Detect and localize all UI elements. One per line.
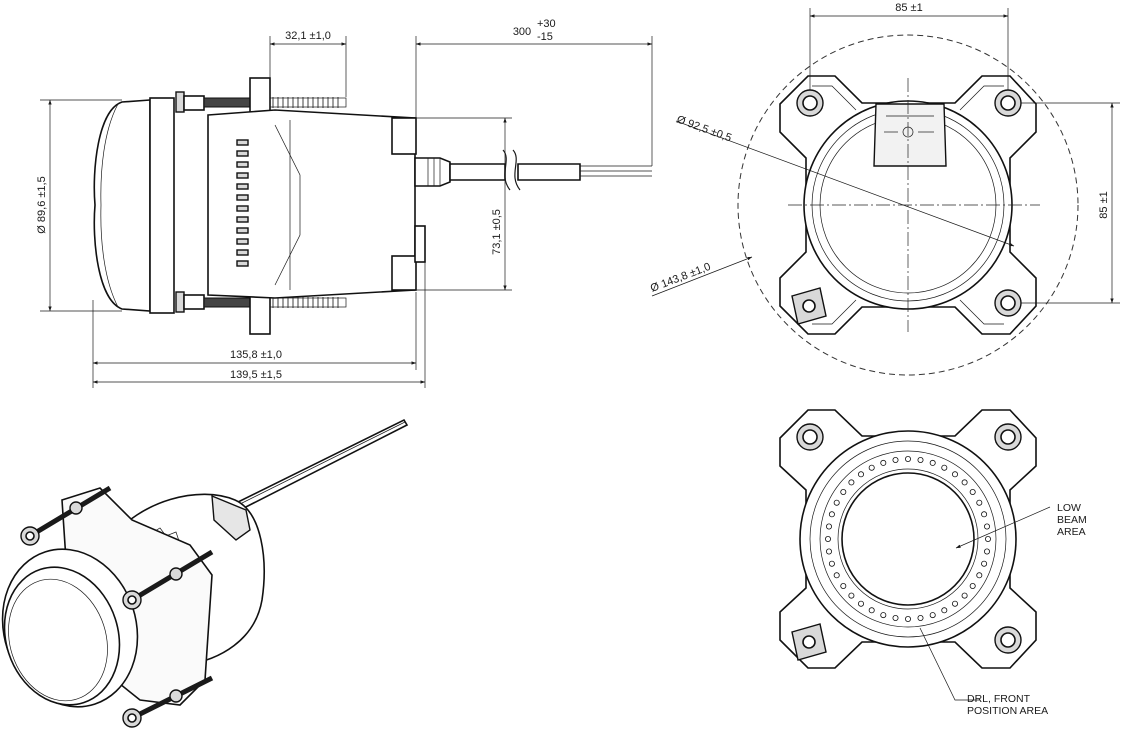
heatsink-fins (236, 139, 249, 267)
drl-led-dot (961, 479, 968, 486)
drl-led-dot (880, 612, 887, 619)
drl-led-dot (848, 592, 855, 599)
bolt-head-top-right (994, 89, 1022, 117)
cable-sheath (449, 163, 506, 181)
bottom-mount-bolt (175, 291, 347, 313)
iso-lens (3, 566, 121, 706)
dim-cable-tol-plus: +30 (537, 18, 556, 30)
drl-led-dot (929, 459, 936, 466)
drl-led-dots (825, 455, 992, 623)
label-low-beam-line3: AREA (1057, 526, 1086, 538)
drl-led-dot (985, 536, 992, 543)
iso-bolt-middle (122, 549, 214, 610)
drl-led-dot (929, 612, 936, 619)
leader-outer-diameter (651, 256, 753, 297)
drl-led-dot (905, 616, 912, 623)
drl-led-dot (828, 511, 835, 518)
rear-cap-top (391, 117, 417, 155)
drl-led-dot (840, 583, 847, 590)
top-mount-bolt (175, 91, 347, 113)
dim-housing-height: 73,1 ±0,5 (491, 209, 503, 255)
rear-cap-bottom (391, 255, 417, 291)
drl-ring (819, 450, 997, 628)
drl-led-dot (826, 548, 833, 555)
front-view (737, 34, 1079, 376)
leader-drl (919, 627, 980, 701)
label-low-beam-line1: LOW (1057, 502, 1081, 514)
dim-outer-diameter: Ø 143,8 ±1,0 (649, 261, 713, 295)
dim-overall-length: 139,5 ±1,5 (230, 369, 282, 381)
drl-led-dot (941, 607, 948, 614)
drl-led-dot (952, 600, 959, 607)
rear-view: LOW BEAM AREA DRL, FRONT POSITION AREA (779, 409, 1087, 717)
drl-led-dot (981, 511, 988, 518)
housing-rib (274, 124, 301, 286)
drl-led-dot (833, 572, 840, 579)
dim-inner-diameter: Ø 92,5 ±0,5 (675, 114, 733, 145)
rear-bolt-bottom-right (994, 626, 1022, 654)
dim-lens-diameter: Ø 89,6 ±1,5 (36, 176, 48, 233)
bolt-head-top-left (796, 89, 824, 117)
rear-bolt-top-left (796, 423, 824, 451)
dim-cable-length: 300 (513, 26, 531, 38)
rear-tab (414, 225, 426, 263)
drl-led-dot (961, 592, 968, 599)
heatsink-housing (207, 109, 416, 299)
lens-inner-edge (100, 103, 119, 308)
drl-led-dot (969, 583, 976, 590)
drl-led-dot (984, 548, 991, 555)
drl-led-dot (833, 499, 840, 506)
rear-bolt-top-right (994, 423, 1022, 451)
drl-led-dot (826, 523, 833, 530)
dim-vertical-spacing: 85 ±1 (1098, 191, 1110, 218)
drl-led-dot (868, 607, 875, 614)
drl-led-dot (917, 456, 924, 463)
outer-envelope-circle (737, 34, 1079, 376)
lens-dome (93, 99, 151, 312)
dim-horizontal-spacing: 85 ±1 (895, 2, 922, 14)
label-plate (873, 103, 947, 167)
label-low-beam-line2: BEAM (1057, 514, 1087, 526)
drl-led-dot (976, 572, 983, 579)
label-drl-line1: DRL, FRONT (967, 693, 1031, 705)
drl-led-dot (848, 479, 855, 486)
drl-led-dot (976, 499, 983, 506)
drl-led-dot (984, 523, 991, 530)
leader-inner-diameter (675, 120, 1015, 247)
drl-led-dot (840, 488, 847, 495)
drl-led-dot (868, 464, 875, 471)
cable-sheath-end (517, 163, 581, 181)
iso-bolt-top-left (20, 485, 112, 546)
isometric-view (1, 418, 409, 728)
iso-cable-gland (211, 494, 251, 541)
drl-led-dot (858, 471, 865, 478)
drl-led-dot (892, 456, 899, 463)
label-drl-line2: POSITION AREA (967, 705, 1048, 717)
drl-led-dot (917, 615, 924, 622)
leader-low-beam (955, 506, 1051, 549)
side-view-dimensions: 32,1 ±1,0 300 +30 -15 Ø 89,6 ±1,5 73,1 ±… (36, 18, 653, 388)
cable-gland (414, 157, 451, 187)
drl-led-dot (969, 488, 976, 495)
dim-body-length: 135,8 ±1,0 (230, 349, 282, 361)
rear-adjuster-bottom-left (791, 623, 827, 661)
dim-cable-tol-minus: -15 (537, 31, 553, 43)
drl-led-dot (858, 600, 865, 607)
bezel (149, 97, 175, 314)
drl-led-dot (981, 560, 988, 567)
side-view (93, 77, 652, 335)
iso-bolt-bottom (122, 675, 214, 728)
drl-led-dot (892, 615, 899, 622)
drl-led-dot (905, 455, 912, 462)
dim-mount-depth: 32,1 ±1,0 (285, 30, 331, 42)
bolt-head-bottom-right (994, 289, 1022, 317)
drl-led-dot (941, 464, 948, 471)
drl-led-dot (828, 560, 835, 567)
low-beam-lens (841, 472, 975, 606)
drl-led-dot (825, 536, 832, 543)
drl-led-dot (952, 471, 959, 478)
adjuster-bottom-left (791, 287, 827, 325)
drl-led-dot (880, 459, 887, 466)
